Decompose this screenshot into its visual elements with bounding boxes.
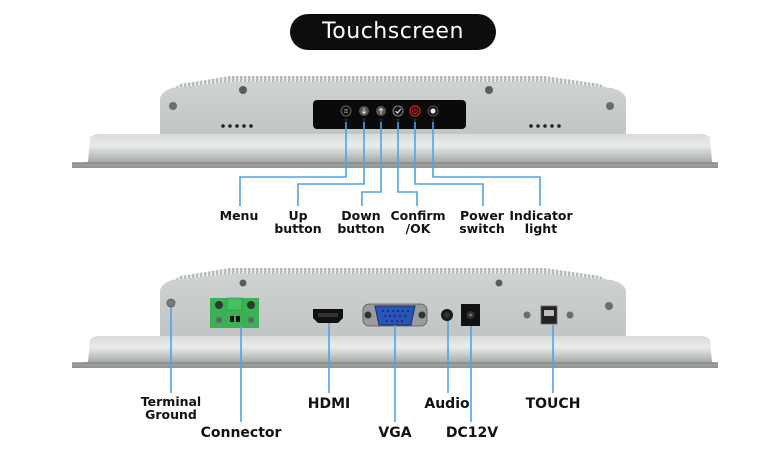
status-leds [344, 118, 435, 122]
label-connector: Connector [200, 425, 282, 441]
top-callout-lines [239, 122, 541, 206]
label-touch: TOUCH [525, 396, 581, 412]
arrow-up-icon [378, 107, 384, 114]
check-icon [395, 108, 402, 114]
front-bezel [72, 134, 718, 168]
down-button[interactable] [376, 106, 386, 116]
callout-line-down [361, 122, 382, 206]
screw-icon [485, 86, 493, 94]
dc12v-port[interactable] [461, 304, 480, 326]
callout-line-indicator [432, 122, 541, 206]
indicator-light [427, 105, 439, 117]
top-device [72, 76, 718, 168]
up-button[interactable] [359, 106, 369, 116]
callout-line-confirm [397, 122, 418, 206]
label-vga: VGA [378, 425, 412, 441]
callout-line-up [297, 122, 365, 206]
button-panel [313, 100, 466, 129]
bottom-callout-lines [170, 307, 554, 422]
label-hdmi: HDMI [307, 396, 351, 412]
vga-port[interactable] [362, 303, 428, 327]
arrow-down-icon [361, 108, 367, 115]
callout-line-menu [239, 122, 347, 206]
power-icon [412, 108, 418, 115]
confirm-button[interactable] [392, 105, 404, 117]
menu-button[interactable] [340, 105, 352, 117]
power-button[interactable] [409, 105, 421, 117]
audio-port[interactable] [441, 309, 453, 321]
title-badge: Touchscreen [290, 14, 496, 50]
label-confirm-ok: Confirm/OK [390, 208, 446, 236]
vent-dots-left [221, 124, 253, 128]
vent-dots-right [529, 124, 561, 128]
screw-icon [239, 86, 247, 94]
screw-icon [169, 102, 177, 110]
menu-icon [344, 109, 348, 113]
connector-port[interactable] [210, 297, 259, 328]
terminal-ground-port[interactable] [166, 298, 176, 308]
screw-icon [239, 279, 247, 287]
screw-icon [495, 279, 503, 287]
hdmi-port[interactable] [313, 309, 343, 323]
touch-usb-port[interactable] [523, 305, 574, 325]
label-audio: Audio [424, 396, 470, 412]
screw-icon [605, 302, 613, 310]
label-dc12v: DC12V [445, 425, 499, 441]
screw-icon [606, 102, 614, 110]
callout-line-power [414, 122, 484, 206]
label-menu: Menu [219, 208, 259, 223]
indicator-light-icon [430, 108, 436, 114]
